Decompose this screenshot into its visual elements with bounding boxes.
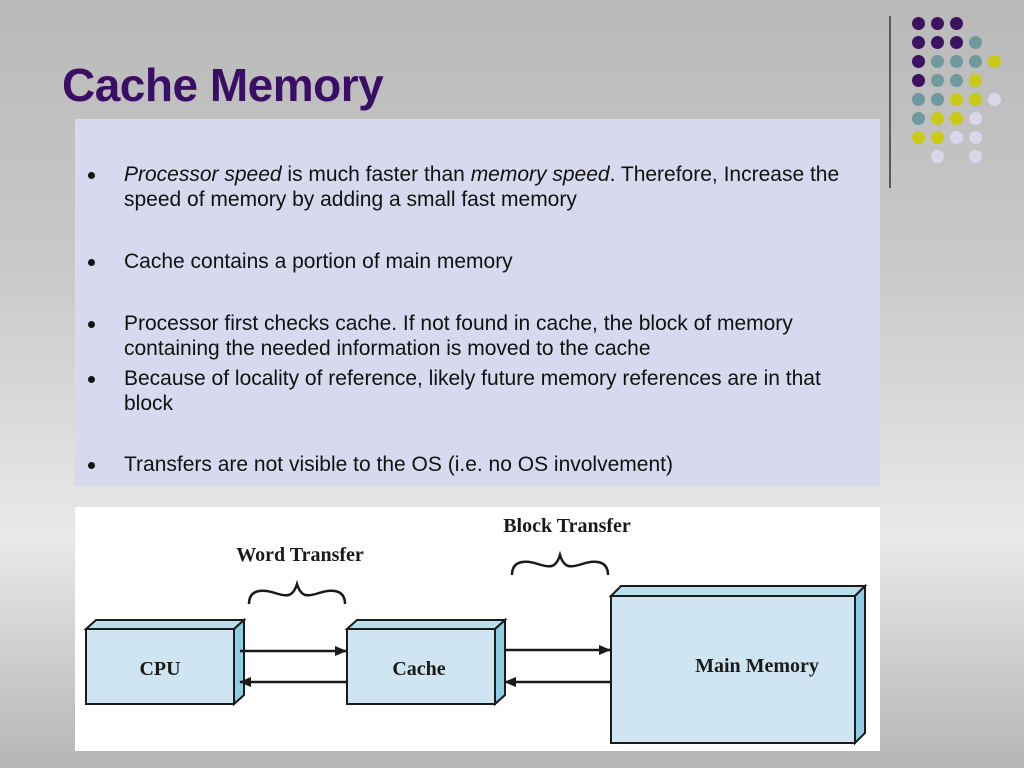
word-transfer-label: Word Transfer	[236, 544, 364, 566]
decorative-dot	[912, 74, 925, 87]
cpu-block-front	[85, 628, 235, 705]
decorative-dot	[912, 131, 925, 144]
block-transfer-label: Block Transfer	[503, 515, 631, 537]
cache-block-side	[494, 617, 506, 707]
decorative-dot	[912, 36, 925, 49]
word-transfer-brace	[247, 579, 347, 605]
cpu-block: CPU	[83, 617, 247, 707]
decorative-dot	[931, 17, 944, 30]
cpu-block-side	[233, 617, 245, 707]
decorative-dot	[969, 93, 982, 106]
decorative-dot	[912, 55, 925, 68]
bullet-text-italic: memory speed	[470, 163, 610, 186]
cache-diagram: CPU Cache Main Memory Word Transfer Bloc…	[75, 507, 880, 751]
bullet-text-italic: Processor speed	[124, 163, 282, 186]
cache-block-front	[346, 628, 496, 705]
decorative-dot	[950, 36, 963, 49]
decorative-dot	[912, 17, 925, 30]
decorative-dot	[950, 74, 963, 87]
bullet-text: Cache contains a portion of main memory	[124, 250, 513, 273]
decorative-dot	[950, 112, 963, 125]
cpu-label: CPU	[139, 658, 180, 680]
main-memory-block-front	[610, 595, 856, 744]
decorative-dot	[912, 112, 925, 125]
decorative-dot	[912, 93, 925, 106]
diagram-svg: CPU Cache Main Memory Word Transfer Bloc…	[83, 515, 868, 746]
main-memory-block-top	[608, 585, 868, 597]
main-memory-label: Main Memory	[695, 655, 819, 677]
decorative-dot	[931, 74, 944, 87]
decorative-dot	[931, 93, 944, 106]
bullet-item: Transfers are not visible to the OS (i.e…	[88, 452, 869, 477]
bullet-item: Because of locality of reference, likely…	[88, 366, 869, 416]
decorative-dot	[931, 112, 944, 125]
decorative-dot	[969, 112, 982, 125]
decorative-dot	[969, 55, 982, 68]
divider-line	[889, 16, 891, 188]
bullet-item: Cache contains a portion of main memory	[88, 249, 869, 274]
cache-label: Cache	[392, 658, 445, 680]
bullet-text: Transfers are not visible to the OS (i.e…	[124, 453, 673, 476]
decorative-dot	[931, 55, 944, 68]
bullet-item: Processor speed is much faster than memo…	[88, 162, 869, 212]
decorative-dot	[931, 150, 944, 163]
decorative-dot	[950, 93, 963, 106]
cpu-block-top	[83, 619, 247, 630]
decorative-dot	[950, 131, 963, 144]
decorative-dot	[988, 93, 1001, 106]
decorative-dot	[969, 131, 982, 144]
decorative-dot	[931, 131, 944, 144]
decorative-dot	[969, 36, 982, 49]
decorative-dot	[969, 150, 982, 163]
main-memory-block-side	[854, 583, 866, 746]
cache-block: Cache	[344, 617, 508, 707]
bullet-text: . Therefore, Increase the speed of memor…	[124, 163, 840, 211]
decorative-dot	[988, 55, 1001, 68]
decorative-dot	[931, 36, 944, 49]
main-memory-block: Main Memory	[608, 583, 868, 746]
decorative-dot	[950, 17, 963, 30]
bullet-item: Processor first checks cache. If not fou…	[88, 311, 869, 361]
bullet-text: is much faster than	[281, 163, 471, 186]
decorative-dot	[969, 74, 982, 87]
cache-block-top	[344, 619, 508, 630]
content-panel: Processor speed is much faster than memo…	[75, 119, 880, 486]
bullet-text: Because of locality of reference, likely…	[124, 367, 821, 415]
bullet-text: Processor first checks cache. If not fou…	[124, 312, 793, 360]
slide-title: Cache Memory	[62, 59, 384, 111]
decorative-dot	[950, 55, 963, 68]
block-transfer-brace	[510, 550, 610, 576]
